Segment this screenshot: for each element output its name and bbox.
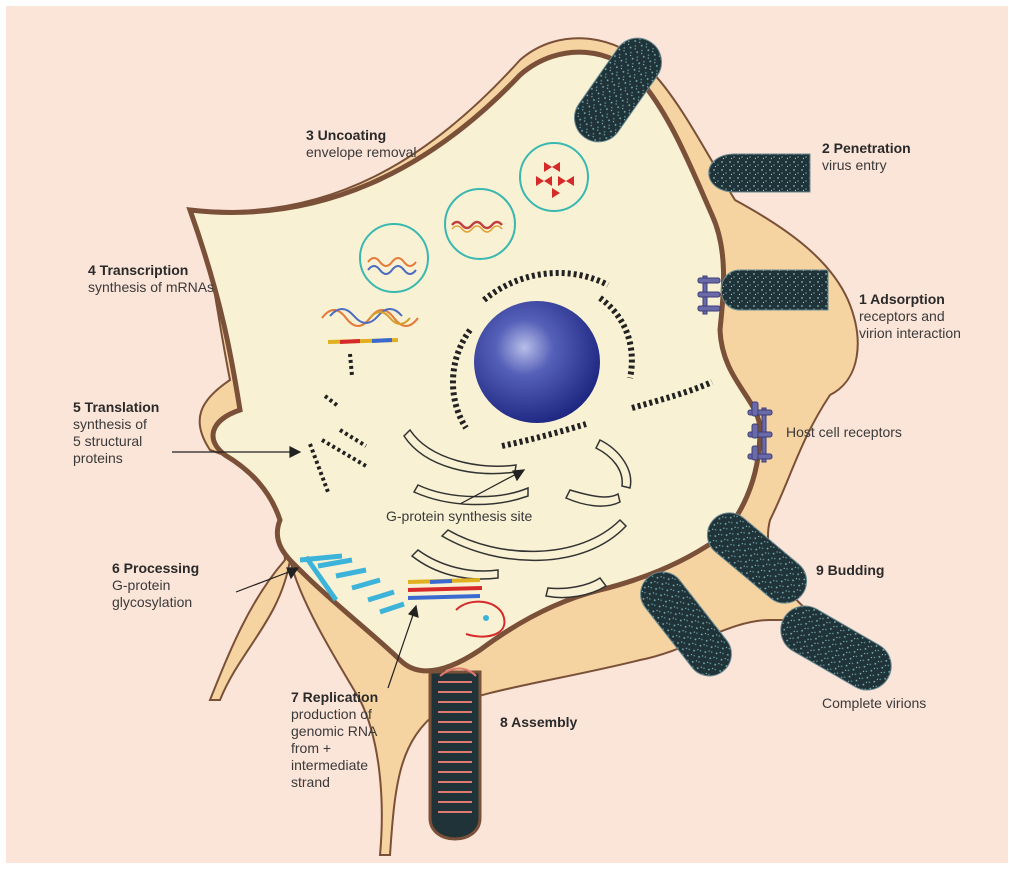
step-processing-title: 6 Processing [112, 560, 199, 577]
step-transcription-desc: synthesis of mRNAs [88, 279, 214, 296]
step-uncoating: 3 Uncoating envelope removal [306, 127, 417, 161]
assembly-virion [430, 669, 480, 840]
step-replication: 7 Replication production of genomic RNA … [291, 689, 378, 791]
step-processing: 6 Processing G-protein glycosylation [112, 560, 199, 611]
step-assembly: 8 Assembly [500, 714, 577, 731]
virion-penetration [709, 154, 810, 192]
step-uncoating-title: 3 Uncoating [306, 127, 417, 144]
step-replication-desc-2: genomic RNA [291, 723, 378, 740]
step-budding-title: 9 Budding [816, 562, 884, 579]
complete-virions-label: Complete virions [822, 695, 926, 712]
step-translation-desc-2: 5 structural [73, 433, 159, 450]
step-translation-desc-3: proteins [73, 450, 159, 467]
g-protein-synthesis-site-label: G-protein synthesis site [386, 508, 532, 525]
step-replication-desc-4: intermediate [291, 757, 378, 774]
receptors-adsorption [698, 276, 720, 314]
step-penetration-desc: virus entry [822, 157, 911, 174]
step-replication-title: 7 Replication [291, 689, 378, 706]
step-processing-desc-2: glycosylation [112, 594, 199, 611]
virion-adsorption [721, 270, 828, 310]
step-transcription-title: 4 Transcription [88, 262, 214, 279]
step-translation: 5 Translation synthesis of 5 structural … [73, 399, 159, 467]
step-replication-desc-1: production of [291, 706, 378, 723]
step-transcription: 4 Transcription synthesis of mRNAs [88, 262, 214, 296]
step-assembly-title: 8 Assembly [500, 714, 577, 731]
step-translation-title: 5 Translation [73, 399, 159, 416]
step-processing-desc-1: G-protein [112, 577, 199, 594]
host-cell-receptors-label: Host cell receptors [786, 424, 902, 441]
step-replication-desc-3: from + [291, 740, 378, 757]
step-translation-desc-1: synthesis of [73, 416, 159, 433]
step-adsorption-desc-1: receptors and [859, 308, 961, 325]
step-replication-desc-5: strand [291, 774, 378, 791]
step-adsorption: 1 Adsorption receptors and virion intera… [859, 291, 961, 342]
nucleus [474, 301, 600, 423]
step-adsorption-desc-2: virion interaction [859, 325, 961, 342]
step-uncoating-desc: envelope removal [306, 144, 417, 161]
step-penetration-title: 2 Penetration [822, 140, 911, 157]
step-budding: 9 Budding [816, 562, 884, 579]
step-adsorption-title: 1 Adsorption [859, 291, 961, 308]
step-penetration: 2 Penetration virus entry [822, 140, 911, 174]
